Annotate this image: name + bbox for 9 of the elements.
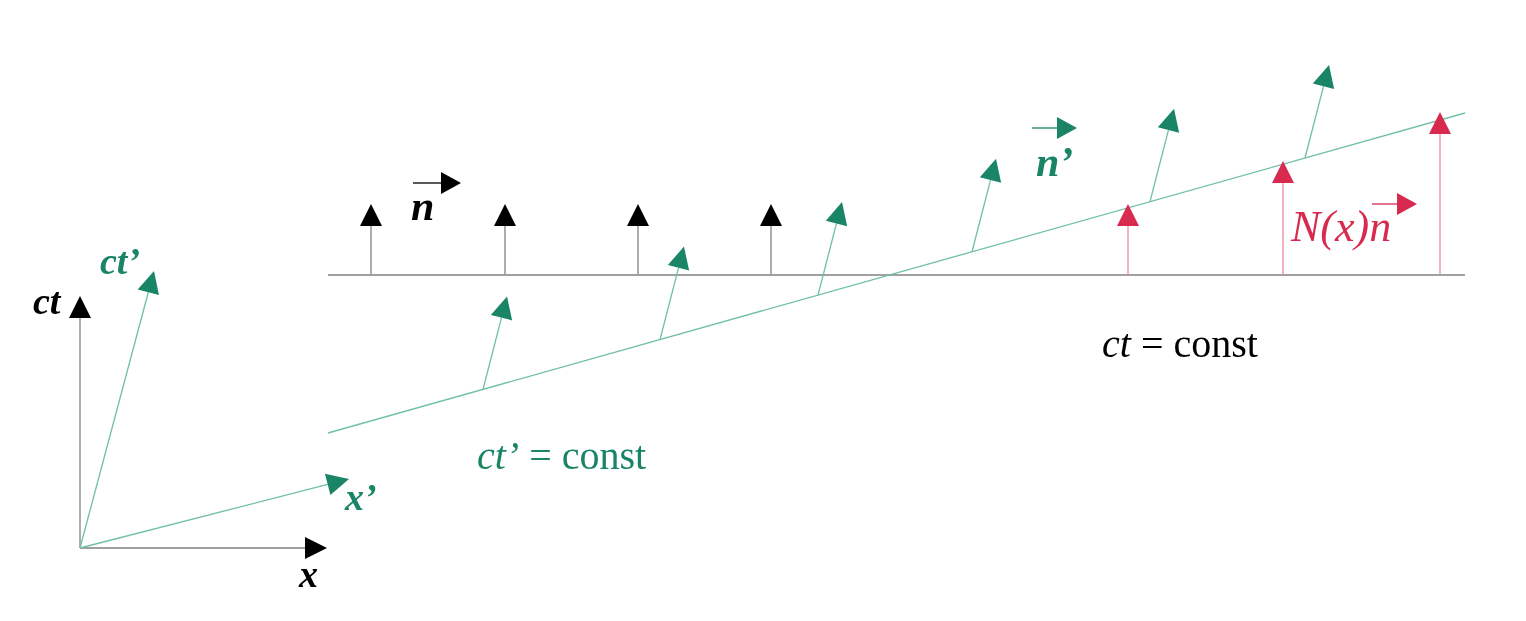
vector-label: N(x)n: [1291, 205, 1392, 249]
axis-label: x’: [345, 478, 377, 516]
vector-label: n’: [1036, 141, 1074, 183]
axis-label: x: [299, 555, 318, 593]
equation-label: ct’ = const: [477, 436, 647, 476]
axis-label: ct: [33, 282, 61, 320]
axis-label: ct’: [100, 242, 141, 280]
vector-label: n: [411, 185, 435, 227]
equation-label: ct = const: [1102, 324, 1258, 364]
